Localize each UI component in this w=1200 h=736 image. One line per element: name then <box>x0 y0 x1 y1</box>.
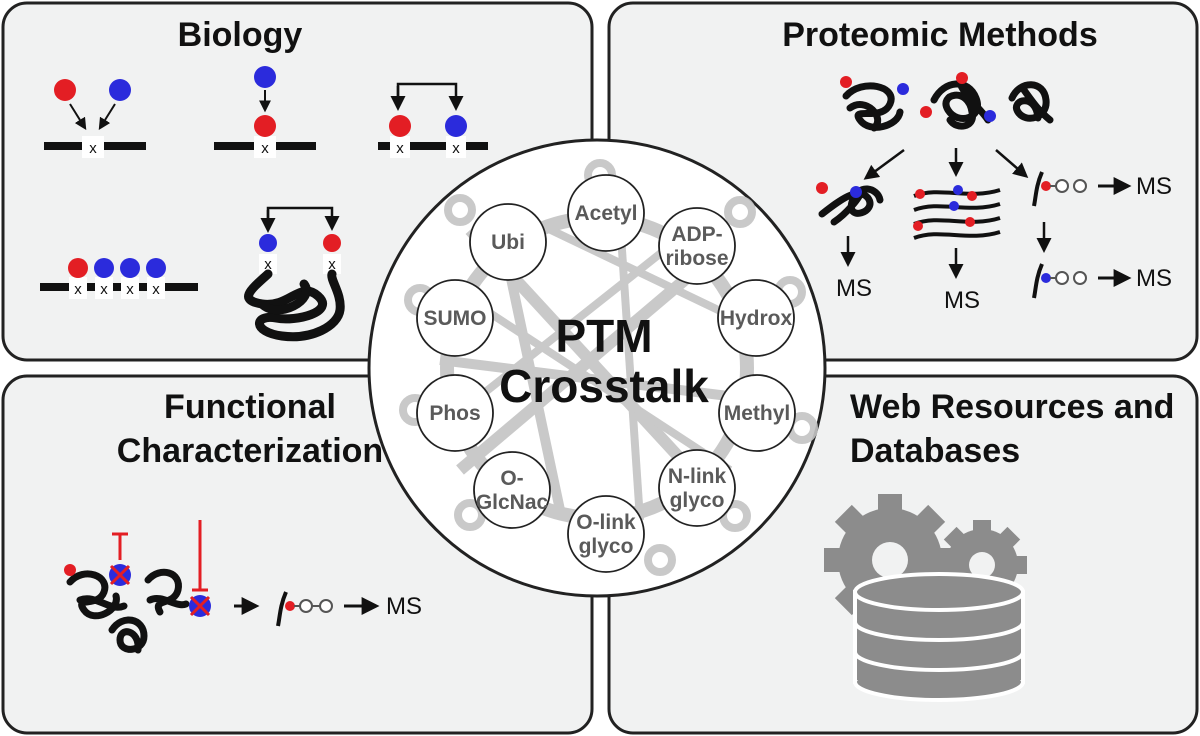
svg-text:glyco: glyco <box>579 535 634 558</box>
protein-pool <box>840 72 1054 132</box>
ptm-node-ubi: Ubi <box>469 203 547 281</box>
svg-text:x: x <box>126 281 134 298</box>
inhibited-proteins <box>64 520 380 654</box>
svg-text:x: x <box>100 281 108 298</box>
ptm-node-phos: Phos <box>416 374 494 452</box>
svg-text:x: x <box>152 281 160 298</box>
ptm-node-adp-ribose: ADP- ribose <box>658 207 736 285</box>
ptm-node-o-link-glyco: O-link glyco <box>567 495 645 573</box>
ptm-node-n-link-glyco: N-link glyco <box>658 449 736 527</box>
svg-text:ribose: ribose <box>665 247 728 270</box>
biology-title: Biology <box>178 16 303 54</box>
competition-motif: x <box>44 79 146 158</box>
bridged-motif: x x <box>378 82 488 158</box>
center-title-line2: Crosstalk <box>499 360 709 412</box>
ms-label-5: MS <box>386 593 422 620</box>
ptm-node-sumo: SUMO <box>416 279 494 357</box>
web-title-line2: Databases <box>850 432 1020 470</box>
folded-protein-motif: x x <box>244 206 345 342</box>
svg-text:O-link: O-link <box>576 511 636 534</box>
svg-text:x: x <box>396 140 404 157</box>
svg-text:x: x <box>89 140 97 157</box>
ms-label-4: MS <box>1136 265 1172 292</box>
svg-text:x: x <box>264 256 272 273</box>
enriched-protein <box>816 182 884 226</box>
svg-text:x: x <box>452 140 460 157</box>
peptide-lines <box>913 185 1001 240</box>
svg-text:Hydrox: Hydrox <box>720 307 793 330</box>
svg-text:x: x <box>74 281 82 298</box>
svg-text:ADP-: ADP- <box>671 223 722 246</box>
peptide-bead-blue <box>1032 263 1132 299</box>
svg-text:x: x <box>328 256 336 273</box>
svg-text:N-link: N-link <box>668 465 727 488</box>
svg-text:GlcNac: GlcNac <box>476 491 549 514</box>
ms-label-2: MS <box>944 287 980 314</box>
ptm-node-methyl: Methyl <box>718 374 796 452</box>
ptm-node-hydrox: Hydrox <box>717 279 795 357</box>
proteomic-title: Proteomic Methods <box>782 16 1097 54</box>
svg-text:Methyl: Methyl <box>724 402 791 425</box>
svg-text:glyco: glyco <box>670 489 725 512</box>
database-icon <box>853 572 1025 702</box>
web-title-line1: Web Resources and <box>850 388 1174 426</box>
ms-label-1: MS <box>836 275 872 302</box>
multisite-motif: x x x x <box>40 258 198 299</box>
center-title-line1: PTM <box>555 310 652 362</box>
ms-label-3: MS <box>1136 173 1172 200</box>
functional-title-line2: Characterization <box>117 432 383 470</box>
ptm-node-acetyl: Acetyl <box>567 174 645 252</box>
svg-text:SUMO: SUMO <box>424 307 487 330</box>
functional-title-line1: Functional <box>164 388 336 426</box>
svg-text:Phos: Phos <box>429 402 480 425</box>
sequential-motif: x <box>214 66 316 158</box>
svg-text:O-: O- <box>500 467 523 490</box>
ptm-node-o-glcnac: O- GlcNac <box>473 451 551 529</box>
svg-text:Acetyl: Acetyl <box>574 202 637 225</box>
crosstalk-network <box>399 159 818 576</box>
svg-text:Ubi: Ubi <box>491 231 525 254</box>
peptide-bead-red <box>1032 171 1132 207</box>
svg-text:x: x <box>261 140 269 157</box>
